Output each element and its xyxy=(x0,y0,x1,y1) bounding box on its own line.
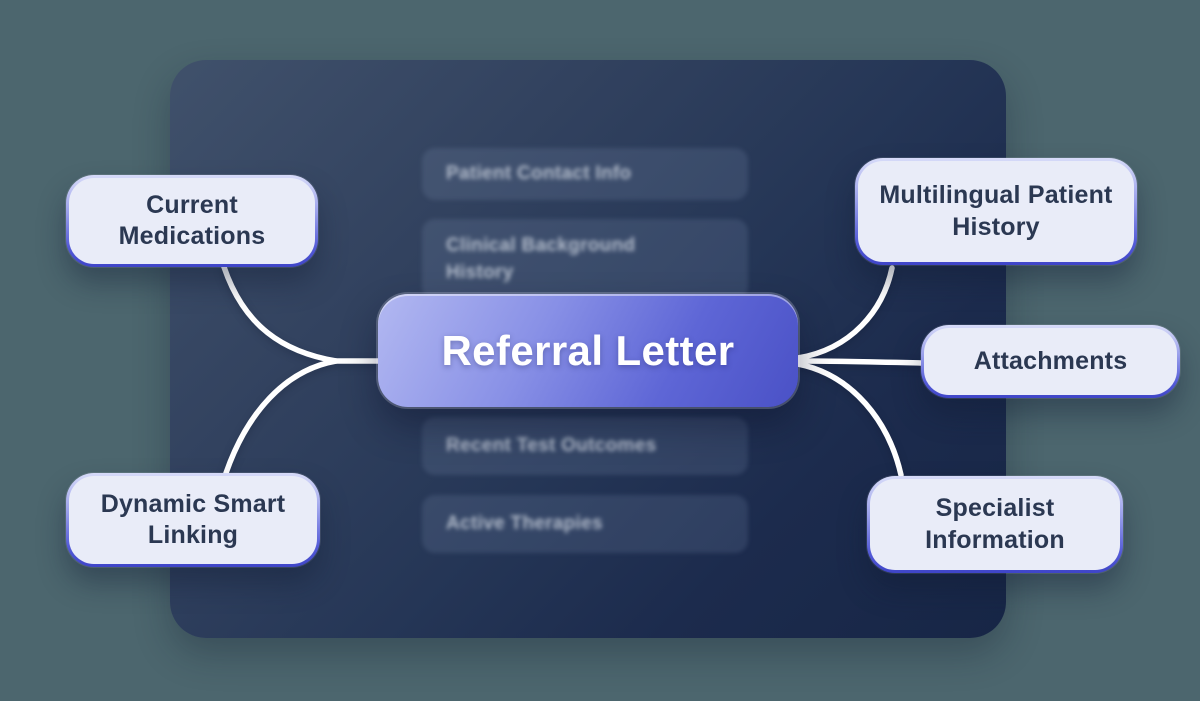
node-label: Multilingual Patient History xyxy=(879,181,1113,241)
central-node-referral-letter: Referral Letter xyxy=(378,294,798,407)
section-label: Recent Test Outcomes xyxy=(446,434,657,456)
node-current-medications: Current Medications xyxy=(66,175,318,267)
section-patient-contact-info: Patient Contact Info xyxy=(422,148,748,200)
node-body: Current Medications xyxy=(69,178,315,264)
section-recent-test-outcomes: Recent Test Outcomes xyxy=(422,417,748,475)
section-clinical-background-history: Clinical Background History xyxy=(422,219,748,300)
central-node-label: Referral Letter xyxy=(441,326,735,374)
node-multilingual-patient-history: Multilingual Patient History xyxy=(855,158,1137,265)
node-dynamic-smart-linking: Dynamic Smart Linking xyxy=(66,473,320,567)
connector-line xyxy=(795,358,924,366)
section-label: Clinical Background History xyxy=(446,234,636,283)
node-body: Specialist Information xyxy=(870,479,1120,570)
node-label: Specialist Information xyxy=(925,494,1065,554)
section-label: Patient Contact Info xyxy=(446,162,632,184)
node-attachments: Attachments xyxy=(921,325,1180,398)
node-body: Attachments xyxy=(924,328,1177,395)
section-label: Active Therapies xyxy=(446,512,603,534)
connector-line xyxy=(221,264,384,364)
node-body: Multilingual Patient History xyxy=(858,161,1134,262)
node-label: Attachments xyxy=(973,346,1128,375)
node-label: Current Medications xyxy=(118,190,266,250)
node-specialist-information: Specialist Information xyxy=(867,476,1123,573)
connector-line xyxy=(223,358,339,476)
node-label: Dynamic Smart Linking xyxy=(100,489,286,549)
connector-line xyxy=(795,265,895,361)
connector-line xyxy=(795,361,904,478)
section-active-therapies: Active Therapies xyxy=(422,495,748,553)
node-body: Dynamic Smart Linking xyxy=(69,476,317,564)
